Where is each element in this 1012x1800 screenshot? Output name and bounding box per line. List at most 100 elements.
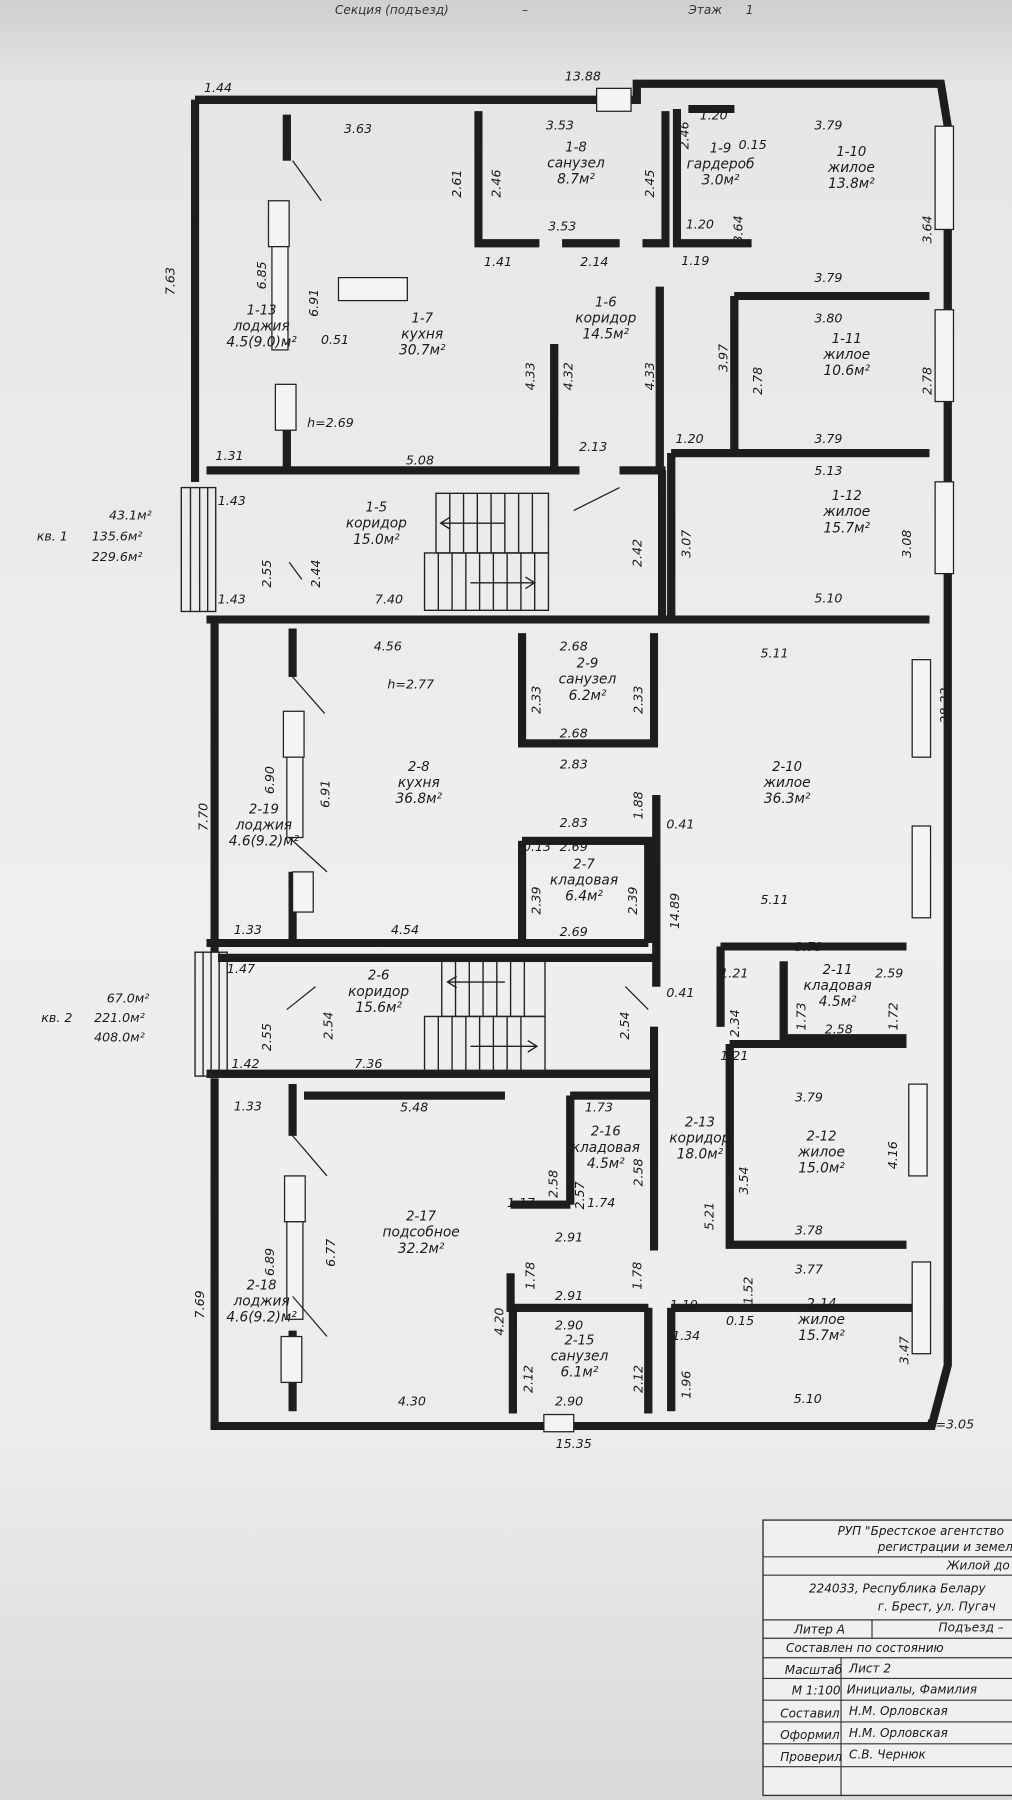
room-id: 2-6 xyxy=(368,969,390,984)
room-area: 4.6(9.2)м² xyxy=(226,1310,297,1326)
room-area: 36.8м² xyxy=(396,791,443,807)
room-name: коридор xyxy=(346,516,407,532)
section-label: Секция (подъезд) xyxy=(335,3,449,17)
dimension-label: 0.15 xyxy=(726,1313,754,1328)
room-area: 4.5м² xyxy=(819,994,857,1010)
dimension-label: 2.68 xyxy=(560,638,588,653)
dimension-label: 5.08 xyxy=(406,453,434,468)
room-id: 1-9 xyxy=(710,142,732,157)
dimension-label: 3.53 xyxy=(546,118,574,133)
dimension-label: 2.58 xyxy=(546,1170,561,1198)
room-area: 15.7м² xyxy=(798,1328,845,1344)
room-area: 15.6м² xyxy=(355,1000,402,1016)
room-name: кладовая xyxy=(803,978,871,994)
dimension-label: 2.83 xyxy=(560,815,588,830)
dimension-label: 0.41 xyxy=(666,816,694,831)
room-area: 6.2м² xyxy=(569,688,607,704)
dimension-label: 2.58 xyxy=(825,1022,853,1037)
compiled-state: Составлен по состоянию xyxy=(786,1641,944,1655)
dimension-label: 3.47 xyxy=(897,1336,912,1364)
dimension-label: 4.20 xyxy=(492,1308,507,1336)
room-name: жилое xyxy=(822,504,870,520)
room-area: 13.8м² xyxy=(828,176,875,192)
dimension-label: 3.64 xyxy=(730,215,745,243)
dimension-label: 2.46 xyxy=(676,121,691,149)
room-id: 2-8 xyxy=(408,760,430,775)
dimension-label: 2.55 xyxy=(259,560,274,588)
dimension-label: 4.56 xyxy=(374,638,402,653)
dimension-label: H=3.05 xyxy=(926,1416,974,1431)
dimension-label: 1.78 xyxy=(629,1262,644,1290)
dimension-label: 3.97 xyxy=(715,344,730,372)
dimension-label: 2.61 xyxy=(449,170,464,198)
dimension-label: 1.33 xyxy=(234,922,262,937)
dimension-label: 3.77 xyxy=(795,1261,823,1276)
room-area: 18.0м² xyxy=(677,1147,724,1163)
room-area: 36.3м² xyxy=(764,791,811,807)
dimension-label: 6.85 xyxy=(254,261,269,289)
dimension-label: 5.48 xyxy=(400,1100,428,1115)
room-id: 2-7 xyxy=(573,857,595,872)
title-block: РУП "Брестское агентство регистрации и з… xyxy=(762,1519,1012,1797)
dimension-label: 2.90 xyxy=(555,1393,583,1408)
dimension-label: 0.15 xyxy=(739,137,767,152)
dimension-label: 5.10 xyxy=(794,1391,822,1406)
entrance: Подъезд – xyxy=(939,1620,1004,1634)
room-name: санузел xyxy=(551,1349,609,1365)
dimension-label: 2.58 xyxy=(631,1158,646,1186)
room-area: 4.5м² xyxy=(587,1156,625,1172)
dimension-label: 5.11 xyxy=(760,892,788,907)
apartment-2-area-3: 408.0м² xyxy=(94,1030,145,1045)
dimension-label: 14.89 xyxy=(667,893,682,929)
dimension-label: 7.69 xyxy=(192,1290,207,1318)
apartment-2-area-1: 67.0м² xyxy=(107,991,150,1006)
dimension-label: 2.68 xyxy=(560,726,588,741)
sheet-number: Лист 2 xyxy=(848,1662,891,1676)
dimension-label: 2.39 xyxy=(528,887,543,915)
dimension-label: 2.78 xyxy=(920,367,935,395)
dimension-label: 0.51 xyxy=(321,332,349,347)
apartment-1-label: кв. 1 xyxy=(37,528,68,543)
room-area: 3.0м² xyxy=(702,173,740,189)
apartment-1-summary: 43.1м² кв. 1 135.6м² 229.6м² xyxy=(37,508,152,564)
apartment-1-area-2: 135.6м² xyxy=(92,528,143,543)
dimension-label: 1.52 xyxy=(741,1277,756,1305)
room-area: 6.4м² xyxy=(565,889,603,905)
room-id: 1-10 xyxy=(836,145,866,160)
dimension-label: 1.72 xyxy=(885,1002,900,1030)
name-checked: С.В. Чернюк xyxy=(849,1748,926,1762)
dimension-label: 5.13 xyxy=(814,463,842,478)
room-name: жилое xyxy=(822,347,870,363)
dimension-label: h=2.69 xyxy=(307,415,354,430)
dimension-label: 2.44 xyxy=(308,560,323,588)
room-id: 1-11 xyxy=(832,332,862,347)
initials-header: Инициалы, Фамилия xyxy=(847,1682,977,1696)
room-name: жилое xyxy=(797,1312,845,1328)
apartment-1-area-3: 229.6м² xyxy=(92,549,143,564)
room-area: 30.7м² xyxy=(399,342,446,358)
dimension-label: 2.83 xyxy=(560,757,588,772)
room-name: лоджия xyxy=(232,318,289,334)
dimension-label: 6.91 xyxy=(306,289,321,317)
org-line-1: РУП "Брестское агентство xyxy=(838,1524,1004,1538)
dimension-label: 7.36 xyxy=(354,1056,382,1071)
room-id: 2-12 xyxy=(807,1129,837,1144)
room-id: 2-19 xyxy=(249,802,279,817)
room-area: 6.1м² xyxy=(561,1365,599,1381)
room-area: 15.7м² xyxy=(824,520,871,536)
dimension-label: 5.21 xyxy=(702,1202,717,1230)
room-area: 4.6(9.2)м² xyxy=(229,834,300,850)
dimension-label: 1.20 xyxy=(686,216,714,231)
dimension-label: 2.12 xyxy=(520,1365,535,1393)
dimension-label: 2.90 xyxy=(555,1318,583,1333)
